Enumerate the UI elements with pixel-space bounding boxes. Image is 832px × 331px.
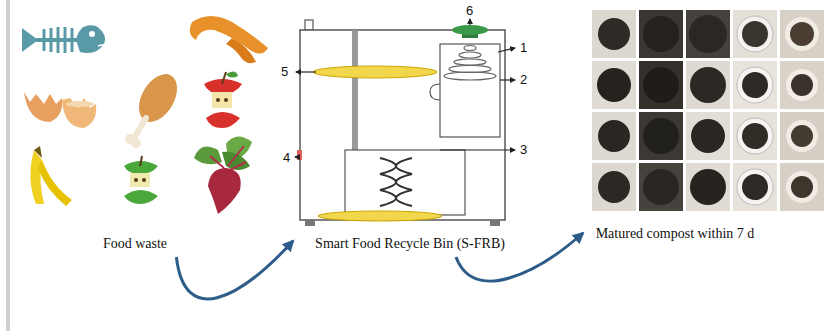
- compost-photo-grid: [592, 10, 824, 211]
- callout-number: 4: [283, 150, 290, 165]
- egg-shells: [24, 92, 96, 128]
- recycle-bin-schematic: [295, 19, 515, 226]
- panel-node: Food waste: [20, 5, 250, 255]
- panel-caption: Matured compost within 7 d: [585, 225, 765, 243]
- apple-core: [204, 71, 242, 128]
- panel-caption: Smart Food Recycle Bin (S-FRB): [295, 235, 525, 253]
- flow-arrow: [176, 241, 293, 299]
- panel-caption: Food waste: [20, 235, 250, 253]
- callout-number: 5: [281, 64, 288, 79]
- panel-node: Smart Food Recycle Bin (S-FRB): [295, 5, 525, 255]
- panel-node: Matured compost within 7 d: [585, 5, 765, 245]
- chicken-leg: [125, 67, 185, 148]
- banana-peel: [30, 146, 72, 206]
- green-apple-core: [124, 156, 158, 204]
- orange-peel: [190, 16, 268, 63]
- beet: [194, 136, 252, 214]
- callout-number: 2: [520, 72, 527, 87]
- callout-number: 3: [520, 142, 527, 157]
- callout-number: 1: [520, 40, 527, 55]
- callout-number: 6: [466, 3, 473, 18]
- fish-skeleton: [22, 25, 106, 53]
